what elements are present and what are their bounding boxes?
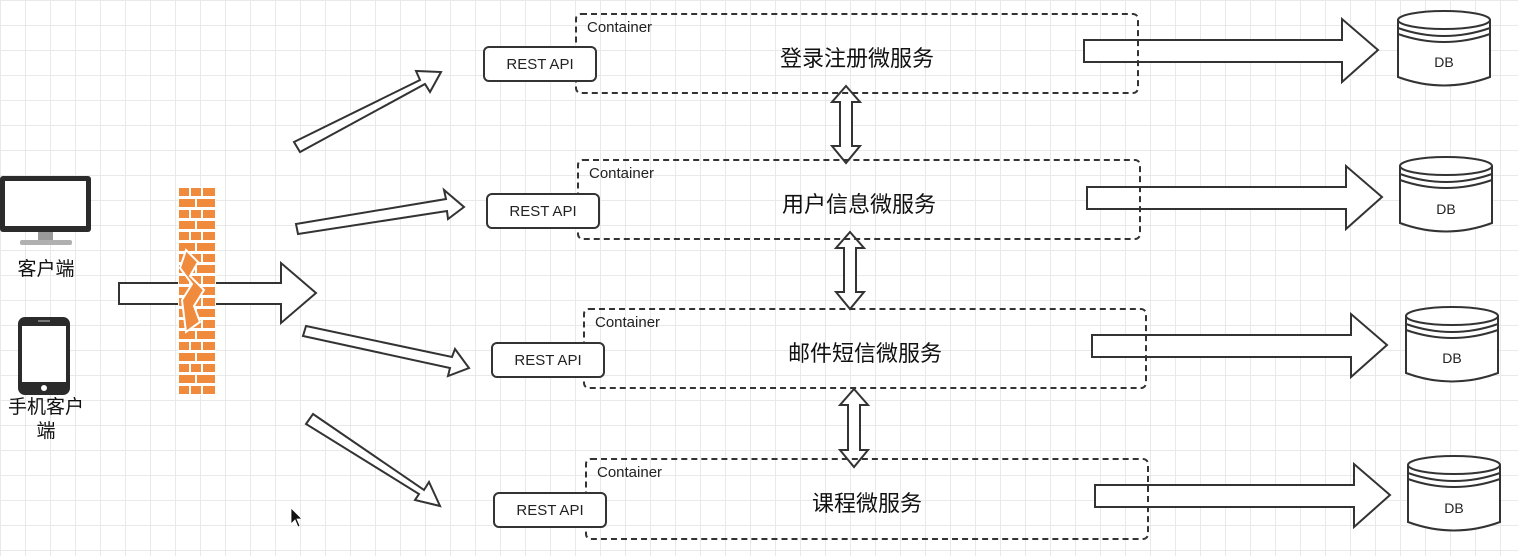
mobile-phone-icon <box>18 317 70 395</box>
database-icon <box>1399 156 1493 233</box>
route-arrow-4 <box>304 412 442 508</box>
mobile-client-label-line2: 端 <box>36 420 56 442</box>
database-icon <box>1407 455 1501 532</box>
container-tag: Container <box>589 165 655 182</box>
service-title: 邮件短信微服务 <box>787 342 942 367</box>
desktop-client-label: 客户端 <box>17 258 75 280</box>
database-icon <box>1397 10 1491 87</box>
db-label: DB <box>1434 54 1454 70</box>
rest-api-box: REST API <box>491 342 605 378</box>
db-arrow-4 <box>1094 461 1392 530</box>
db-label: DB <box>1444 500 1464 516</box>
desktop-monitor-icon <box>0 176 91 245</box>
service-container-user-info: Container 用户信息微服务 <box>577 159 1141 240</box>
container-tag: Container <box>595 314 661 331</box>
db-arrow-1 <box>1083 16 1380 85</box>
service-title: 用户信息微服务 <box>781 193 936 218</box>
inter-service-arrow-1 <box>829 84 863 165</box>
mobile-client-label: 手机客户 端 <box>0 395 92 443</box>
inter-service-arrow-3 <box>837 387 871 469</box>
db-arrow-2 <box>1086 163 1384 232</box>
cursor-icon <box>290 507 303 528</box>
db-label: DB <box>1436 201 1456 217</box>
route-arrow-2 <box>294 187 466 236</box>
route-arrow-3 <box>301 324 471 378</box>
route-arrow-1 <box>292 69 443 154</box>
rest-api-box: REST API <box>493 492 607 528</box>
database-icon <box>1405 306 1499 383</box>
container-tag: Container <box>587 19 653 36</box>
client-arrow <box>118 260 318 326</box>
service-container-login: Container 登录注册微服务 <box>575 13 1139 94</box>
rest-api-box: REST API <box>483 46 597 82</box>
db-label: DB <box>1442 350 1462 366</box>
service-title: 登录注册微服务 <box>779 47 934 72</box>
rest-api-box: REST API <box>486 193 600 229</box>
service-container-course: Container 课程微服务 <box>585 458 1149 540</box>
db-arrow-3 <box>1091 311 1389 380</box>
service-title: 课程微服务 <box>811 492 922 517</box>
inter-service-arrow-2 <box>833 230 867 311</box>
service-container-mail-sms: Container 邮件短信微服务 <box>583 308 1147 389</box>
firewall-gateway-icon <box>178 187 216 395</box>
container-tag: Container <box>597 464 663 481</box>
mobile-client-label-line1: 手机客户 <box>7 396 84 418</box>
